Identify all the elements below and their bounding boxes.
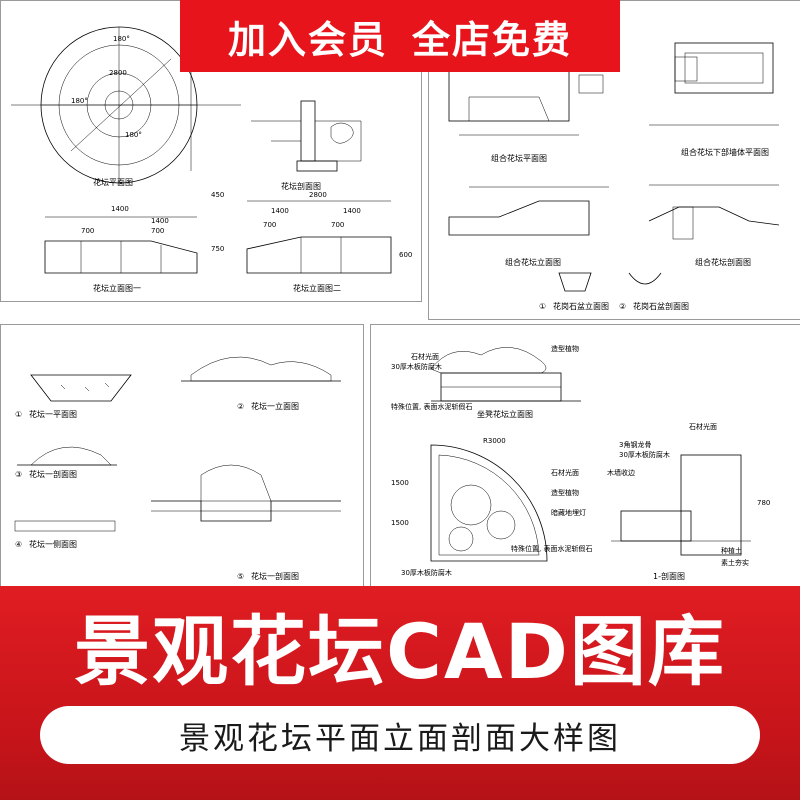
banner-title: 景观花坛CAD图库 [74,607,726,696]
drawing-title: 花坛一侧面图 [29,539,77,549]
drawing-title: 花坛剖面图 [281,181,321,191]
drawing-index: ④ [15,540,22,549]
banner-subtitle-pill: 景观花坛平面立面剖面大样图 [40,706,760,764]
dim-text: 180° [113,35,130,43]
drawing-index: ② [237,402,244,411]
note-text: 素土夯实 [721,558,749,567]
dim-text: 180° [125,131,142,139]
note-text: 特殊位置, 表面水泥斩假石 [391,402,472,411]
note-text: 石材光面 [551,468,579,477]
dim-text: 1500 [391,479,409,487]
note-text: 30厚木板防腐木 [391,362,442,371]
dim-text: 700 [263,221,276,229]
dim-text: 700 [81,227,94,235]
drawing-title: 组合花坛立面图 [505,257,561,267]
drawing-title: 1-剖面图 [653,571,685,581]
promo-free-text: 全店免费 [412,17,573,62]
cad-drawing-sections: ① 花坛一平面图 ② 花坛一立面图 ③ 花坛一剖面图 ⑤ 花坛一剖面图 ④ 花坛… [14,356,341,581]
cad-sheet-flowerbed-sections: ① 花坛一平面图 ② 花坛一立面图 ③ 花坛一剖面图 ⑤ 花坛一剖面图 ④ 花坛… [0,324,364,588]
drawing-title: 花坛平面图 [93,177,133,187]
cad-drawing-combined: 组合花坛平面图 组合花坛下部墙体平面图 组合花坛立面图 组合花坛剖面图 ① 花岗… [448,42,780,311]
drawing-title: 花岗石盆剖面图 [633,301,689,311]
drawing-title: 坐凳花坛立面图 [477,409,533,419]
dim-text: 780 [757,499,770,507]
dim-text: 2800 [109,69,127,77]
dim-text: 700 [151,227,164,235]
note-text: R3000 [483,437,506,445]
dim-text: 450 [211,191,224,199]
note-text: 30厚木板防腐木 [401,568,452,577]
note-text: 造型植物 [551,344,579,353]
drawing-index: ① [539,302,546,311]
banner-subtitle: 景观花坛平面立面剖面大样图 [179,720,621,757]
note-text: 石材光面 [411,352,439,361]
note-text: 石材光面 [689,422,717,431]
drawing-title: 花岗石盆立面图 [553,301,609,311]
note-text: 30厚木板防腐木 [619,450,670,459]
cad-sheet-bench-flowerbed: 石材光面 造型植物 30厚木板防腐木 特殊位置, 表面水泥斩假石 坐凳花坛立面图… [370,324,800,588]
note-text: 木墙收边 [607,468,635,477]
drawing-title: 花坛立面图二 [293,283,341,293]
note-text: 暗藏地埋灯 [551,508,586,517]
dim-text: 750 [211,245,224,253]
dim-text: 1500 [391,519,409,527]
member-promo-badge: 加入会员 全店免费 [180,0,620,72]
dim-text: 2800 [309,191,327,199]
drawing-index: ⑤ [237,572,244,581]
note-text: 种植土 [721,546,742,555]
drawing-title: 花坛一平面图 [29,409,77,419]
drawing-title: 花坛一剖面图 [29,469,77,479]
note-text: 3角钢龙骨 [619,440,651,449]
title-banner [0,586,800,800]
dim-text: 600 [399,251,412,259]
dim-text: 1400 [343,207,361,215]
dim-text: 1400 [151,217,169,225]
drawing-index: ② [619,302,626,311]
drawing-title: 花坛一剖面图 [251,571,299,581]
drawing-title: 组合花坛平面图 [491,153,547,163]
dim-text: 700 [331,221,344,229]
note-text: 特殊位置, 表面水泥斩假石 [511,544,592,553]
dim-text: 180° [71,97,88,105]
drawing-title: 花坛立面图一 [93,283,141,293]
note-text: 造型植物 [551,488,579,497]
drawing-title: 组合花坛剖面图 [695,257,751,267]
drawing-title: 花坛一立面图 [251,401,299,411]
dim-text: 1400 [271,207,289,215]
drawing-index: ③ [15,470,22,479]
drawing-index: ① [15,410,22,419]
drawing-title: 组合花坛下部墙体平面图 [681,147,769,157]
cad-drawing-bench: 石材光面 造型植物 30厚木板防腐木 特殊位置, 表面水泥斩假石 坐凳花坛立面图… [391,344,770,581]
dim-text: 1400 [111,205,129,213]
promo-join-text: 加入会员 [227,17,388,62]
